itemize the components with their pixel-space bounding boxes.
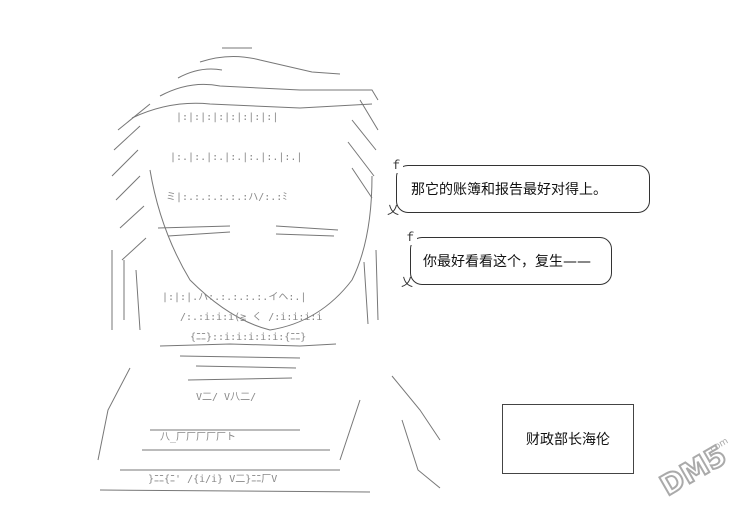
svg-text:八_厂厂厂厂厂ト: 八_厂厂厂厂厂ト	[160, 432, 236, 443]
caption-text: 财政部长海伦	[526, 432, 610, 448]
bubble-tail: 乂	[387, 203, 400, 217]
bubble-tail: 乂	[401, 275, 414, 289]
hair-left-strands	[111, 103, 151, 261]
character-caption-box: 财政部长海伦	[502, 404, 634, 474]
site-logo-watermark: DM5 .com	[653, 436, 733, 503]
svg-text:/:.:i:i:i(≧ く /:i:i:i:i: /:.:i:i:i(≧ く /:i:i:i:i	[180, 312, 322, 323]
hair-side-left	[111, 250, 141, 331]
right-eye	[275, 225, 339, 237]
speech-bubble-1: ｆ 那它的账簿和报告最好对得上。 乂	[387, 156, 650, 217]
svg-text:{ﾆﾆ}::i:i:i:i:i:{ﾆﾆ}: {ﾆﾆ}::i:i:i:i:i:{ﾆﾆ}	[190, 332, 306, 343]
hair-outline	[131, 47, 379, 119]
svg-text:ミ|:.:.:.:.:.:ハ/:.:ﾐ: ミ|:.:.:.:.:.:ハ/:.:ﾐ	[166, 192, 287, 203]
shoulders	[97, 367, 441, 461]
speech-text-2: 你最好看看这个，复生——	[423, 254, 591, 270]
collar	[159, 343, 337, 381]
body-lines	[99, 429, 371, 493]
svg-text:|:|:|:|:|:|:|:|:|: |:|:|:|:|:|:|:|:|	[176, 112, 278, 123]
svg-text:V二/ V八二/: V二/ V八二/	[196, 392, 256, 403]
bubble-corner-mark: ｆ	[403, 228, 418, 245]
speech-text-1: 那它的账簿和报告最好对得上。	[411, 182, 607, 198]
left-eye	[157, 225, 231, 237]
hair-side-right	[363, 249, 379, 325]
bubble-corner-mark: ｆ	[389, 156, 404, 173]
speech-bubble-2: ｆ 你最好看看这个，复生—— 乂	[401, 228, 612, 289]
svg-text:|:|:|.ハ:.:.:.:.:.イヘ:.|: |:|:|.ハ:.:.:.:.:.イヘ:.|	[162, 292, 306, 303]
arm-right	[339, 399, 441, 489]
face-outline	[149, 169, 373, 331]
hair-right-strands	[347, 99, 379, 199]
svg-text:|:.|:.|:.|:.|:.|:.|:.|: |:.|:.|:.|:.|:.|:.|:.|	[170, 152, 302, 163]
svg-text:}ﾆﾆ{ﾆ' /{i/i} V二}ﾆﾆ厂V: }ﾆﾆ{ﾆ' /{i/i} V二}ﾆﾆ厂V	[148, 474, 277, 485]
